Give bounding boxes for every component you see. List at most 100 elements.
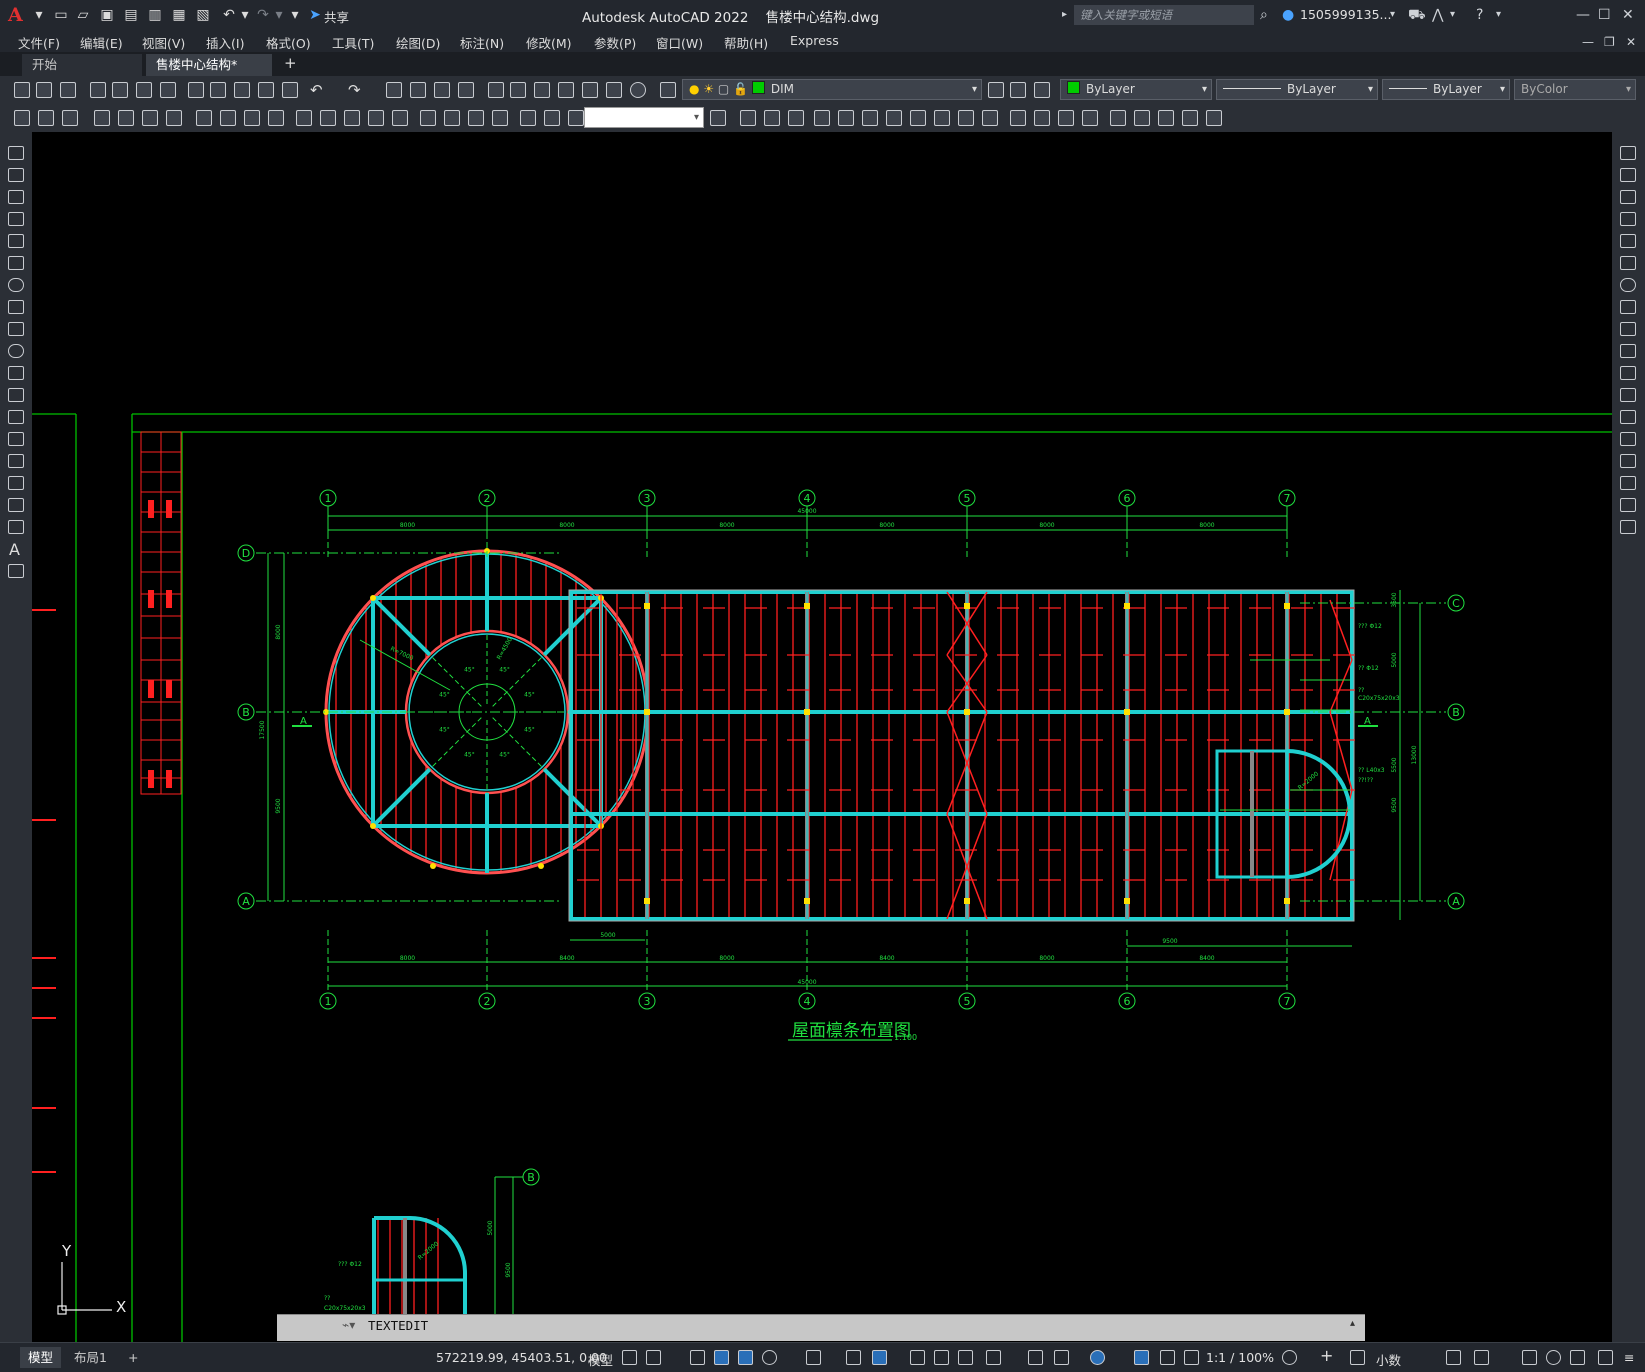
rotate-icon[interactable] bbox=[1620, 278, 1636, 292]
add-layout-button[interactable]: + bbox=[128, 1350, 139, 1365]
annotation-scale-value[interactable]: 1:1 / 100% bbox=[1206, 1350, 1275, 1365]
section-plane-icon[interactable] bbox=[982, 110, 998, 126]
properties-icon[interactable] bbox=[488, 82, 504, 98]
layer-state-icon[interactable] bbox=[1034, 82, 1050, 98]
tab-model[interactable]: 模型 bbox=[20, 1347, 62, 1368]
union-icon[interactable] bbox=[740, 110, 756, 126]
gradient-icon[interactable] bbox=[8, 476, 24, 490]
command-history-icon[interactable]: ▴ bbox=[1350, 1318, 1356, 1329]
copy-edges-icon[interactable] bbox=[1110, 110, 1126, 126]
zoom-previous-icon[interactable] bbox=[458, 82, 474, 98]
dim-update-icon[interactable] bbox=[568, 110, 584, 126]
plot-preview-icon[interactable] bbox=[112, 82, 128, 98]
ellipse-icon[interactable] bbox=[8, 344, 24, 358]
construction-line-icon[interactable] bbox=[8, 168, 24, 182]
help-dropdown-icon[interactable]: ▾ bbox=[1496, 9, 1502, 20]
design-center-icon[interactable] bbox=[510, 82, 526, 98]
menu-tools[interactable]: 工具(T) bbox=[332, 36, 375, 51]
multiline-text-icon[interactable]: A bbox=[9, 540, 20, 559]
annotation-visibility-icon[interactable] bbox=[1134, 1350, 1149, 1365]
autodesk-app-icon[interactable]: ⋀ bbox=[1432, 7, 1444, 23]
linear-dim-icon[interactable] bbox=[94, 110, 110, 126]
zoom-window-icon[interactable] bbox=[434, 82, 450, 98]
user-dropdown-icon[interactable]: ▾ bbox=[1390, 9, 1396, 20]
intersect-icon[interactable] bbox=[788, 110, 804, 126]
help-icon[interactable] bbox=[630, 82, 646, 98]
menu-express[interactable]: Express bbox=[790, 33, 839, 48]
quick-properties-icon[interactable] bbox=[1446, 1350, 1461, 1365]
tool-palettes-icon[interactable] bbox=[534, 82, 550, 98]
stretch-icon[interactable] bbox=[1620, 322, 1636, 336]
coordinates-readout[interactable]: 572219.99, 45403.51, 0.00 bbox=[436, 1350, 607, 1365]
redo-icon[interactable]: ↷ bbox=[257, 7, 269, 23]
make-block-icon[interactable] bbox=[8, 410, 24, 424]
linetype-dropdown[interactable]: ByLayer ▾ bbox=[1216, 79, 1378, 100]
block-editor-icon[interactable] bbox=[282, 82, 298, 98]
menu-dimension[interactable]: 标注(N) bbox=[460, 36, 505, 51]
point-icon[interactable] bbox=[8, 432, 24, 446]
3d-print-icon[interactable] bbox=[160, 82, 176, 98]
annotation-monitor-icon[interactable]: + bbox=[1320, 1346, 1334, 1365]
shell-icon[interactable] bbox=[934, 110, 950, 126]
extrude-icon[interactable] bbox=[814, 110, 830, 126]
markup-icon[interactable] bbox=[582, 82, 598, 98]
presspull-icon[interactable] bbox=[910, 110, 926, 126]
minimize-icon[interactable]: — bbox=[1576, 7, 1590, 23]
subtract-icon[interactable] bbox=[764, 110, 780, 126]
dim-space-icon[interactable] bbox=[368, 110, 384, 126]
layer-previous-icon[interactable] bbox=[1010, 82, 1026, 98]
arc-icon[interactable] bbox=[8, 256, 24, 270]
baseline-dim-icon[interactable] bbox=[320, 110, 336, 126]
fillet-edge-icon[interactable] bbox=[1010, 110, 1026, 126]
cut-icon[interactable] bbox=[188, 82, 204, 98]
isodraft-icon[interactable] bbox=[806, 1350, 821, 1365]
save-as-icon[interactable]: ▤ bbox=[124, 7, 138, 23]
circle-icon[interactable] bbox=[8, 278, 24, 292]
dim-style-icon[interactable] bbox=[710, 110, 726, 126]
layer-dropdown[interactable]: ● ☀ ▢ 🔓 DIM ▾ bbox=[682, 79, 982, 100]
plot-icon[interactable] bbox=[90, 82, 106, 98]
slice-icon[interactable] bbox=[958, 110, 974, 126]
arc-length-dim-icon[interactable] bbox=[142, 110, 158, 126]
plotstyle-dropdown[interactable]: ByColor ▾ bbox=[1514, 79, 1636, 100]
chamfer-icon[interactable] bbox=[1620, 454, 1636, 468]
search-icon[interactable]: ⌕ bbox=[1260, 7, 1268, 23]
rotate-3d-icon[interactable] bbox=[862, 110, 878, 126]
isolate-objects-icon[interactable] bbox=[1522, 1350, 1537, 1365]
paste-icon[interactable] bbox=[234, 82, 250, 98]
object-snap-tracking-icon[interactable] bbox=[846, 1350, 861, 1365]
move-3d-icon[interactable] bbox=[838, 110, 854, 126]
menu-help[interactable]: 帮助(H) bbox=[724, 36, 769, 51]
copy-object-icon[interactable] bbox=[1620, 168, 1636, 182]
jogged-linear-icon[interactable] bbox=[492, 110, 508, 126]
menu-edit[interactable]: 编辑(E) bbox=[80, 36, 123, 51]
tb2-tool-3-icon[interactable] bbox=[62, 110, 78, 126]
angular-dim-icon[interactable] bbox=[268, 110, 284, 126]
clean-screen-icon[interactable] bbox=[1570, 1350, 1585, 1365]
jogged-dim-icon[interactable] bbox=[220, 110, 236, 126]
selection-filter-icon[interactable] bbox=[1054, 1350, 1069, 1365]
insert-block-icon[interactable] bbox=[8, 388, 24, 402]
lineweight-dropdown[interactable]: ByLayer ▾ bbox=[1382, 79, 1510, 100]
ordinate-dim-icon[interactable] bbox=[166, 110, 182, 126]
grid-icon[interactable] bbox=[622, 1350, 637, 1365]
search-expand-icon[interactable]: ▸ bbox=[1062, 9, 1068, 20]
redo-icon[interactable]: ↷ bbox=[348, 81, 361, 99]
add-selected-icon[interactable] bbox=[8, 564, 24, 578]
menu-window[interactable]: 窗口(W) bbox=[656, 36, 704, 51]
explode-icon[interactable] bbox=[1620, 520, 1636, 534]
polygon-icon[interactable] bbox=[8, 212, 24, 226]
object-snap-icon[interactable] bbox=[872, 1350, 887, 1365]
layer-properties-icon[interactable] bbox=[660, 82, 676, 98]
separate-icon[interactable] bbox=[1206, 110, 1222, 126]
menu-draw[interactable]: 绘图(D) bbox=[396, 36, 441, 51]
workspace-gear-icon[interactable] bbox=[1282, 1350, 1297, 1365]
user-name[interactable]: 1505999135... bbox=[1300, 7, 1392, 22]
blend-curves-icon[interactable] bbox=[1620, 498, 1636, 512]
scale-icon[interactable] bbox=[1620, 300, 1636, 314]
continue-dim-icon[interactable] bbox=[344, 110, 360, 126]
rectangle-icon[interactable] bbox=[8, 234, 24, 248]
hatch-icon[interactable] bbox=[8, 454, 24, 468]
color-edges-icon[interactable] bbox=[1134, 110, 1150, 126]
move-icon[interactable] bbox=[1620, 256, 1636, 270]
